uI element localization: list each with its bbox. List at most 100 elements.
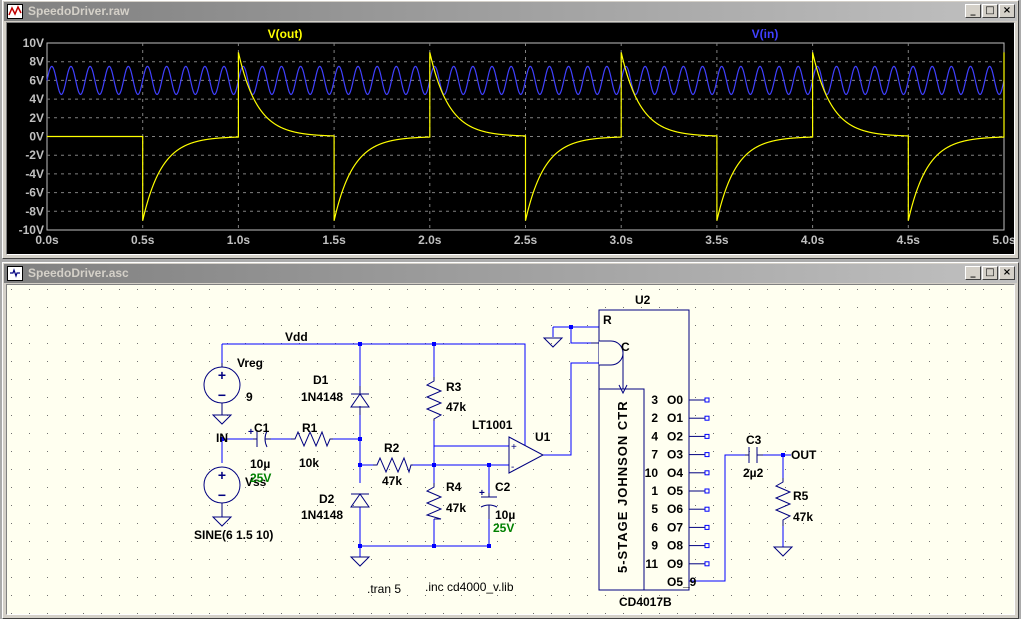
y-tick-label: 4V <box>29 92 44 106</box>
c2-voltage: 25V <box>493 521 514 535</box>
x-tick-label: 0.0s <box>35 233 59 247</box>
x-tick-label: 2.0s <box>418 233 442 247</box>
wire-junctions <box>220 325 785 548</box>
u2-pin-terminal <box>704 524 710 530</box>
u2-pin-name: O9 <box>667 557 683 571</box>
y-tick-label: -2V <box>25 148 44 162</box>
in-net-label: IN <box>216 431 228 445</box>
counter-u2[interactable] <box>591 309 690 591</box>
out-net-label: OUT <box>791 448 817 462</box>
u2-pin-name: O6 <box>667 502 683 516</box>
svg-text:-: - <box>511 462 514 473</box>
u2-pin-name: O8 <box>667 539 683 553</box>
close-button[interactable]: × <box>999 266 1015 280</box>
u2-pin-name: O7 <box>667 520 683 534</box>
opamp-u1[interactable]: + - <box>508 436 545 474</box>
vdd-net-label: Vdd <box>285 330 308 344</box>
r5-name: R5 <box>793 489 809 503</box>
capacitor-c1[interactable]: + <box>248 427 271 448</box>
r4-value: 47k <box>446 501 466 515</box>
r1-name: R1 <box>302 421 318 435</box>
x-tick-label: 1.5s <box>322 233 346 247</box>
tran-directive[interactable]: .tran 5 <box>367 582 401 596</box>
d2-value: 1N4148 <box>301 508 343 522</box>
series-line-vout <box>47 52 1005 221</box>
u2-pin-name: O4 <box>667 466 683 480</box>
c2-name: C2 <box>495 480 511 494</box>
svg-text:−: − <box>218 487 226 503</box>
u2-clock-pin: C <box>621 340 630 354</box>
capacitor-c2[interactable]: + <box>479 488 498 519</box>
u2-pin-number: 4 <box>651 429 658 443</box>
c2-value: 10µ <box>495 508 515 522</box>
waveform-app-icon <box>7 4 23 19</box>
maximize-button[interactable]: □ <box>982 266 998 280</box>
u2-pin-number: 7 <box>651 448 658 462</box>
u2-pin-terminal <box>704 506 710 512</box>
schematic-window: SpeedoDriver.asc _□× <box>2 262 1019 619</box>
schematic-titlebar[interactable]: SpeedoDriver.asc _□× <box>4 264 1017 283</box>
c1-voltage: 25V <box>250 471 271 485</box>
voltage-source-vss[interactable]: + − <box>203 466 241 517</box>
waveform-titlebar[interactable]: SpeedoDriver.raw _□× <box>4 2 1017 21</box>
r3-value: 47k <box>446 400 466 414</box>
y-tick-label: -10V <box>19 223 44 237</box>
u2-body-label: 5-STAGE JOHNSON CTR <box>615 400 630 573</box>
vss-value: SINE(6 1.5 10) <box>194 528 273 542</box>
y-tick-label: 8V <box>29 55 44 69</box>
u2-reset-pin: R <box>603 313 612 327</box>
diode-d1[interactable] <box>350 386 370 415</box>
minimize-button[interactable]: _ <box>965 266 981 280</box>
waveform-window: SpeedoDriver.raw _□× V(out) V(in) 0.0s 0.… <box>2 0 1019 259</box>
d1-name: D1 <box>313 373 329 387</box>
r2-name: R2 <box>384 441 400 455</box>
c3-name: C3 <box>746 433 762 447</box>
trace-label-vout[interactable]: V(out) <box>268 27 303 41</box>
x-tick-label: 2.5s <box>514 233 538 247</box>
include-directive[interactable]: .inc cd4000_v.lib <box>425 580 514 594</box>
u2-pin-number: 6 <box>651 520 658 534</box>
r3-name: R3 <box>446 380 462 394</box>
resistor-r4[interactable] <box>425 483 443 520</box>
resistor-r1[interactable] <box>291 430 333 448</box>
u1-name: U1 <box>535 430 551 444</box>
vss-name: Vss <box>245 475 267 489</box>
svg-text:+: + <box>218 367 226 383</box>
u2-pin-terminal <box>704 397 710 403</box>
maximize-button[interactable]: □ <box>982 4 998 18</box>
series-line-vin <box>46 65 1005 96</box>
u2-pin-terminal <box>704 561 710 567</box>
schematic-canvas[interactable]: + − Vreg 9 + − Vss SINE(6 1.5 10) Vdd IN <box>6 284 1015 615</box>
r4-name: R4 <box>446 480 462 494</box>
u2-pin-terminal <box>704 470 710 476</box>
minimize-button[interactable]: _ <box>965 4 981 18</box>
r5-value: 47k <box>793 510 813 524</box>
close-button[interactable]: × <box>999 4 1015 18</box>
schematic-drawing[interactable]: + − Vreg 9 + − Vss SINE(6 1.5 10) Vdd IN <box>7 285 1015 615</box>
x-tick-label: 0.5s <box>131 233 155 247</box>
resistor-r5[interactable] <box>774 478 792 526</box>
svg-text:+: + <box>248 427 254 438</box>
x-tick-label: 5.0s <box>992 233 1015 247</box>
trace-label-vin[interactable]: V(in) <box>752 27 779 41</box>
vreg-name: Vreg <box>237 356 263 370</box>
u2-pin-number: 5 <box>651 502 658 516</box>
u2-pin-terminal <box>704 543 710 549</box>
resistor-r2[interactable] <box>373 456 413 474</box>
capacitor-c3[interactable] <box>745 447 763 463</box>
x-tick-label: 3.0s <box>610 233 634 247</box>
c1-name: C1 <box>254 421 270 435</box>
u2-pin-number: 11 <box>645 557 658 571</box>
u1-value: LT1001 <box>472 418 513 432</box>
y-tick-label: -6V <box>25 186 44 200</box>
resistor-r3[interactable] <box>425 377 443 421</box>
u2-pin-name: O2 <box>667 429 683 443</box>
diode-d2[interactable] <box>350 493 370 508</box>
c1-value: 10µ <box>250 457 270 471</box>
y-tick-label: 2V <box>29 111 44 125</box>
u2-pin-number: 9 <box>651 539 658 553</box>
voltage-source-vreg[interactable]: + − <box>203 363 241 415</box>
